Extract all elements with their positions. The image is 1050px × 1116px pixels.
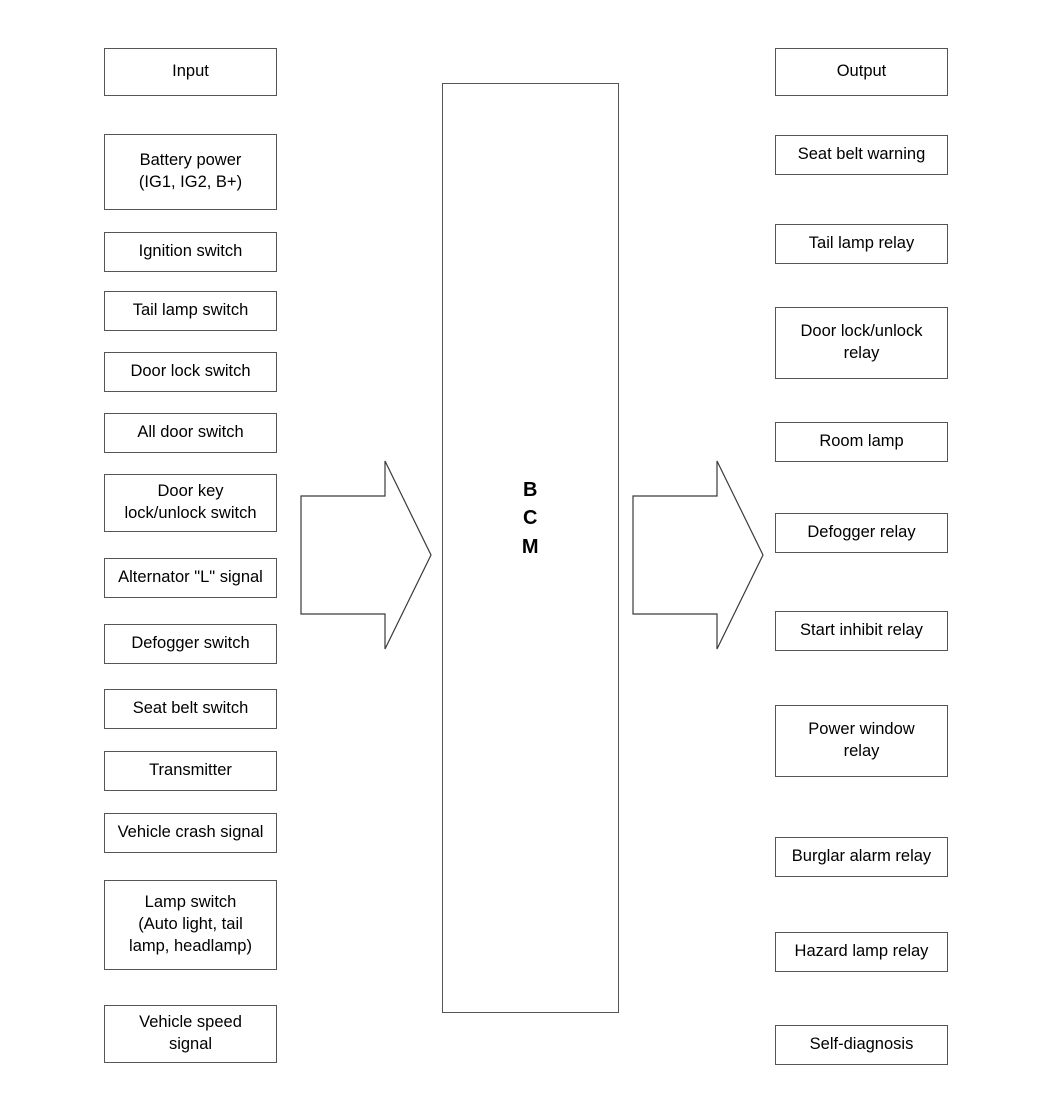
input-box: Vehicle crash signal — [104, 813, 277, 853]
input-header-box: Input — [104, 48, 277, 96]
output-box: Power window relay — [775, 705, 948, 777]
input-box: Vehicle speed signal — [104, 1005, 277, 1063]
output-box: Burglar alarm relay — [775, 837, 948, 877]
output-box: Door lock/unlock relay — [775, 307, 948, 379]
input-box: Seat belt switch — [104, 689, 277, 729]
input-box: Door key lock/unlock switch — [104, 474, 277, 532]
bcm-to-output-arrow-icon — [632, 455, 764, 655]
bcm-label: B C M — [521, 479, 540, 558]
input-box: All door switch — [104, 413, 277, 453]
input-box: Lamp switch (Auto light, tail lamp, head… — [104, 880, 277, 970]
output-box: Self-diagnosis — [775, 1025, 948, 1065]
input-box: Alternator "L" signal — [104, 558, 277, 598]
input-box: Transmitter — [104, 751, 277, 791]
bcm-module: B C M — [442, 83, 619, 1013]
input-box: Defogger switch — [104, 624, 277, 664]
input-box: Battery power (IG1, IG2, B+) — [104, 134, 277, 210]
output-box: Tail lamp relay — [775, 224, 948, 264]
output-box: Hazard lamp relay — [775, 932, 948, 972]
output-box: Start inhibit relay — [775, 611, 948, 651]
output-box: Room lamp — [775, 422, 948, 462]
output-box: Seat belt warning — [775, 135, 948, 175]
input-box: Door lock switch — [104, 352, 277, 392]
output-box: Defogger relay — [775, 513, 948, 553]
input-box: Ignition switch — [104, 232, 277, 272]
output-header-box: Output — [775, 48, 948, 96]
input-to-bcm-arrow-icon — [300, 455, 432, 655]
input-box: Tail lamp switch — [104, 291, 277, 331]
